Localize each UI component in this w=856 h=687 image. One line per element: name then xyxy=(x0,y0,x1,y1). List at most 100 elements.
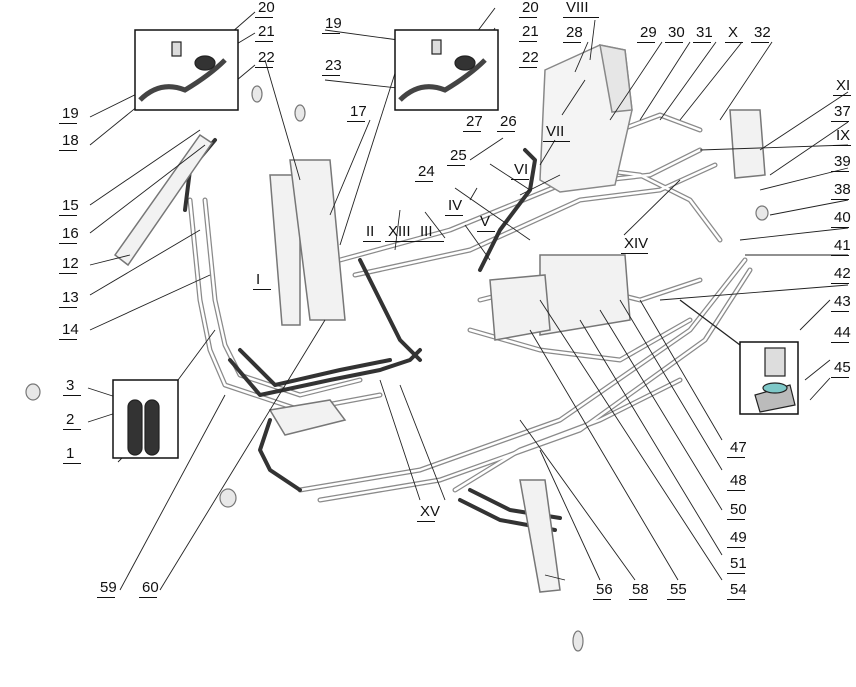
callout-underline xyxy=(139,597,157,598)
callout-underline xyxy=(727,490,745,491)
callout-17: 17 xyxy=(350,103,367,120)
callout-42: 42 xyxy=(834,265,851,282)
callout-underline xyxy=(63,395,81,396)
callout-56: 56 xyxy=(596,581,613,598)
callout-28: 28 xyxy=(566,24,583,41)
callout-underline xyxy=(59,215,77,216)
view-marker-VIII: VIII xyxy=(566,0,589,16)
callout-underline xyxy=(831,255,849,256)
callout-underline xyxy=(59,273,77,274)
callout-15: 15 xyxy=(62,197,79,214)
callout-24: 24 xyxy=(418,163,435,180)
view-marker-X: X xyxy=(728,24,739,41)
inset-contents xyxy=(127,39,796,456)
callout-underline xyxy=(831,377,849,378)
callout-underline xyxy=(519,67,537,68)
view-marker-III: III xyxy=(420,223,433,240)
callout-underline xyxy=(831,283,849,284)
callout-25: 25 xyxy=(450,147,467,164)
callout-underline xyxy=(385,241,421,242)
callout-13: 13 xyxy=(62,289,79,306)
callout-underline xyxy=(59,307,77,308)
callout-underline xyxy=(621,253,648,254)
callout-underline xyxy=(347,121,365,122)
callout-55: 55 xyxy=(670,581,687,598)
callout-51: 51 xyxy=(730,555,747,572)
callout-44: 44 xyxy=(834,324,851,341)
callout-underline xyxy=(693,42,711,43)
callout-underline xyxy=(519,41,537,42)
callout-underline xyxy=(322,75,340,76)
callout-underline xyxy=(725,42,743,43)
callout-underline xyxy=(255,17,273,18)
callout-45: 45 xyxy=(834,359,851,376)
callout-underline xyxy=(831,342,849,343)
callout-underline xyxy=(59,339,77,340)
callout-22-left: 22 xyxy=(258,49,275,66)
callout-16: 16 xyxy=(62,225,79,242)
callout-50: 50 xyxy=(730,501,747,518)
callout-12: 12 xyxy=(62,255,79,272)
callout-54: 54 xyxy=(730,581,747,598)
callout-underline xyxy=(255,67,273,68)
fittings xyxy=(25,85,769,652)
callout-39: 39 xyxy=(834,153,851,170)
callout-underline xyxy=(833,145,851,146)
view-marker-VI: VI xyxy=(514,161,529,178)
callout-underline xyxy=(59,123,77,124)
callout-1: 1 xyxy=(66,445,75,462)
callout-underline xyxy=(511,179,529,180)
callout-27: 27 xyxy=(466,113,483,130)
callout-underline xyxy=(445,215,463,216)
callout-37: 37 xyxy=(834,103,851,120)
callout-20-left: 20 xyxy=(258,0,275,16)
callout-underline xyxy=(563,17,599,18)
callout-underline xyxy=(727,519,745,520)
callout-underline xyxy=(417,241,444,242)
callout-41: 41 xyxy=(834,237,851,254)
callout-underline xyxy=(497,131,515,132)
view-marker-XIV: XIV xyxy=(624,235,649,252)
view-marker-XV: XV xyxy=(420,503,441,520)
callout-49: 49 xyxy=(730,529,747,546)
callout-underline xyxy=(417,521,435,522)
callout-underline xyxy=(727,457,745,458)
callout-underline xyxy=(629,599,647,600)
callout-underline xyxy=(831,121,849,122)
callout-underline xyxy=(751,42,769,43)
callout-30: 30 xyxy=(668,24,685,41)
callout-underline xyxy=(727,573,745,574)
callout-underline xyxy=(322,33,340,34)
callout-32: 32 xyxy=(754,24,771,41)
callout-underline xyxy=(833,95,851,96)
callout-59: 59 xyxy=(100,579,117,596)
view-marker-I: I xyxy=(256,271,261,288)
view-marker-IX: IX xyxy=(836,127,851,144)
callout-43: 43 xyxy=(834,293,851,310)
hydraulic-tank xyxy=(539,44,633,193)
callout-38: 38 xyxy=(834,181,851,198)
callout-underline xyxy=(563,42,581,43)
callout-underline xyxy=(831,227,849,228)
callout-underline xyxy=(59,150,77,151)
callout-underline xyxy=(593,599,611,600)
callout-underline xyxy=(477,231,495,232)
view-marker-V: V xyxy=(480,213,491,230)
callout-21-left: 21 xyxy=(258,23,275,40)
callout-underline xyxy=(831,199,849,200)
callout-underline xyxy=(543,141,570,142)
callout-14: 14 xyxy=(62,321,79,338)
callout-underline xyxy=(637,42,655,43)
callout-underline xyxy=(463,131,481,132)
callout-26: 26 xyxy=(500,113,517,130)
callout-48: 48 xyxy=(730,472,747,489)
callout-3: 3 xyxy=(66,377,75,394)
callout-29: 29 xyxy=(640,24,657,41)
callout-31: 31 xyxy=(696,24,713,41)
callout-22-right: 22 xyxy=(522,49,539,66)
callout-underline xyxy=(59,243,77,244)
callout-19-right: 19 xyxy=(325,15,342,32)
callout-underline xyxy=(97,597,115,598)
cylinder-group xyxy=(113,109,766,593)
